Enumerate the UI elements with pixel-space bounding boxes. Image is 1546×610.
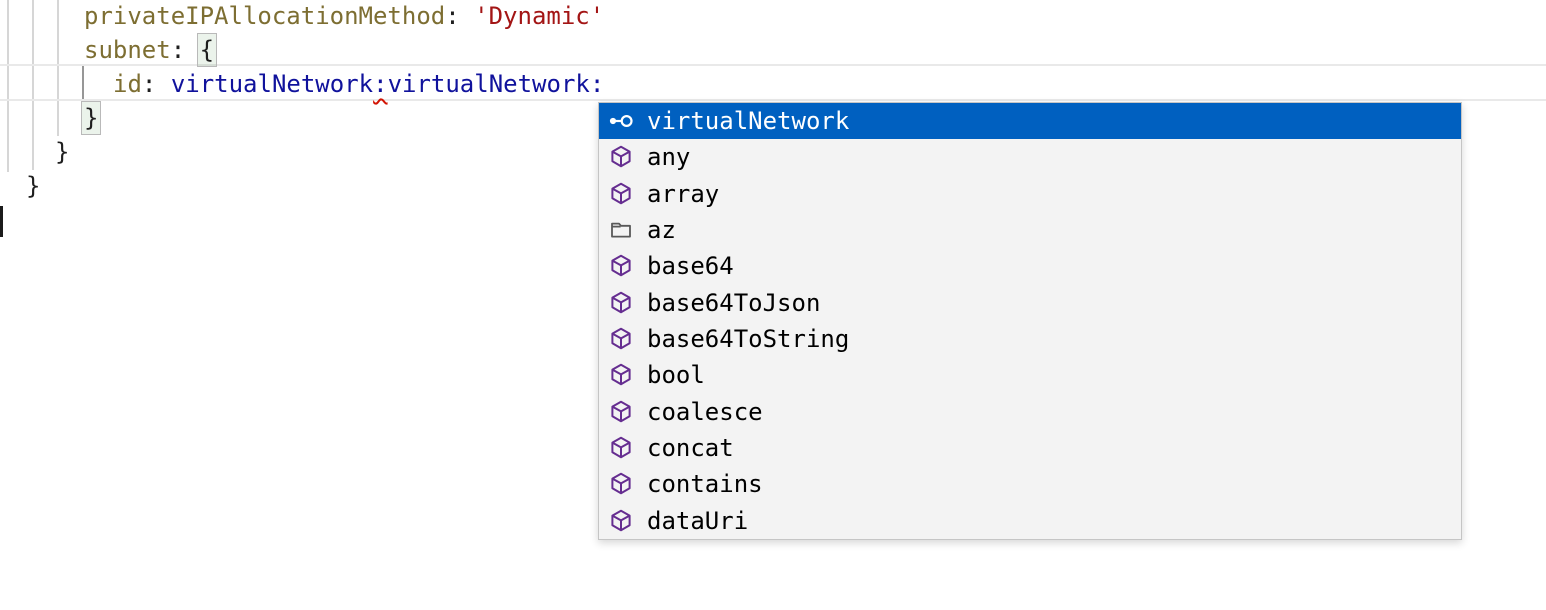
code-token: subnet [84,36,171,64]
suggestion-label: bool [647,361,705,390]
suggestion-label: base64ToString [647,325,850,354]
code-token: 'Dynamic' [474,2,605,30]
suggestion-item[interactable]: dataUri [599,503,1461,539]
code-token: : [141,70,171,98]
code-token: } [80,101,102,135]
symbol-function-icon [608,436,634,460]
suggestion-item[interactable]: az [599,212,1461,248]
suggestion-item[interactable]: base64ToString [599,321,1461,357]
suggestion-label: any [647,143,691,172]
current-line-highlight [0,64,1546,66]
code-token: { [196,33,218,67]
symbol-function-icon [608,400,634,424]
code-line[interactable]: } [80,101,102,135]
code-token-error: : [373,70,388,98]
suggestion-label: az [647,216,676,245]
indent-guide [7,0,9,172]
suggestion-label: virtualNetwork [647,107,850,136]
suggestion-item[interactable]: bool [599,357,1461,393]
symbol-function-icon [608,327,634,351]
code-line[interactable]: } [26,169,40,203]
symbol-function-icon [608,472,634,496]
current-line-highlight [0,99,1546,101]
code-line-current[interactable]: id: virtualNetwork:virtualNetwork: [113,67,604,101]
code-token: virtualNetwork [387,70,590,98]
suggestion-item-selected[interactable]: virtualNetwork [599,103,1461,140]
indent-guide [57,0,59,136]
indent-guide [32,0,34,170]
suggestion-item[interactable]: base64ToJson [599,285,1461,321]
code-token: : [589,70,605,98]
code-line[interactable]: privateIPAllocationMethod: 'Dynamic' [84,0,604,33]
suggestion-item[interactable]: concat [599,430,1461,466]
suggestion-label: base64 [647,252,734,281]
suggestion-item[interactable]: base64 [599,248,1461,284]
code-token: privateIPAllocationMethod [84,2,446,30]
code-line[interactable]: } [55,135,69,169]
suggestion-item[interactable]: array [599,176,1461,212]
symbol-reference-icon [608,109,634,133]
suggestion-item[interactable]: any [599,139,1461,175]
suggestion-label: base64ToJson [647,288,821,317]
suggestion-item[interactable]: contains [599,466,1461,502]
symbol-function-icon [608,254,634,278]
symbol-function-icon [608,145,634,169]
autocomplete-popup: virtualNetwork any array az base64 base64ToJs… [598,102,1462,540]
symbol-function-icon [608,182,634,206]
suggestion-label: concat [647,434,734,463]
indent-guide-active [82,64,84,100]
suggestion-label: coalesce [647,397,763,426]
symbol-function-icon [608,363,634,387]
suggestion-label: dataUri [647,506,749,535]
code-token: id [113,70,142,98]
code-token: virtualNetwork [170,70,374,98]
code-token: : [445,2,475,30]
code-line[interactable]: subnet: { [84,33,218,67]
folder-icon [608,218,634,242]
symbol-function-icon [608,509,634,533]
symbol-function-icon [608,291,634,315]
suggestion-item[interactable]: coalesce [599,394,1461,430]
suggestion-label: contains [647,470,763,499]
text-cursor [0,206,3,237]
code-token: } [55,138,70,166]
code-token: : [170,36,200,64]
suggestion-label: array [647,179,720,208]
code-token: } [26,172,41,200]
